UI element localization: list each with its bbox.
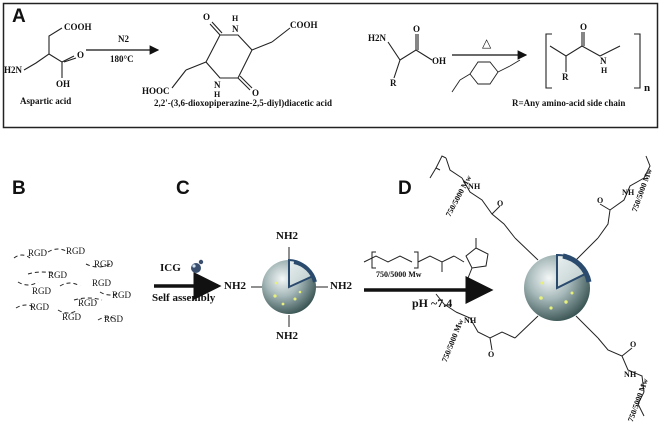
- rgd-5: RGD: [92, 278, 112, 288]
- arm-tl-h: H: [474, 182, 481, 191]
- dkp-o-top: O: [203, 12, 211, 22]
- amino-h2n: H2N: [368, 33, 386, 43]
- self-assembly-label: Self assembly: [152, 292, 216, 304]
- arm-tr-o: O: [597, 196, 604, 205]
- panel-c-label: C: [176, 178, 190, 199]
- amino-o: O: [413, 24, 421, 34]
- polymer-o: O: [580, 22, 588, 32]
- amino-oh: OH: [432, 56, 447, 66]
- nh2-top: NH2: [276, 230, 298, 242]
- dkp-n-top: N: [232, 24, 239, 34]
- icg-label: ICG: [160, 262, 181, 274]
- rgd-chains: [13, 248, 121, 321]
- arm-br-n: N: [624, 370, 630, 379]
- aspartic-name: Aspartic acid: [20, 96, 72, 106]
- panel-a-label: A: [12, 6, 26, 27]
- nh2-right: NH2: [330, 280, 352, 292]
- panel-b-label: B: [12, 178, 26, 199]
- aspartic-acid-structure: [23, 27, 77, 78]
- dkp-h-top: H: [232, 14, 239, 23]
- aspartic-o: O: [77, 50, 85, 60]
- polymer-n-sub: n: [644, 82, 651, 94]
- arm-tr-n: N: [622, 188, 628, 197]
- amino-r: R: [390, 78, 397, 88]
- ph-label: pH ~7.4: [412, 296, 453, 310]
- dkp-o-bottom: O: [252, 88, 260, 98]
- rgd-6: RGD: [32, 286, 52, 296]
- rgd-1: RGD: [28, 248, 48, 258]
- step1-reagent: N2: [118, 34, 129, 44]
- rgd-2: RGD: [66, 246, 86, 256]
- arm-tl-o: O: [497, 199, 504, 208]
- reagent-mw-label: 750/5000 Mw: [376, 270, 422, 279]
- polyamide-structure: [545, 32, 641, 89]
- polymer-h: H: [601, 66, 608, 75]
- rgd-7: RGD: [112, 290, 132, 300]
- arm-br-h: H: [630, 370, 637, 379]
- icg-icon: [191, 259, 204, 273]
- rgd-9: RGD: [30, 302, 50, 312]
- heat-symbol: △: [482, 36, 492, 50]
- rgd-11: RGD: [104, 314, 124, 324]
- micelle-c: [251, 247, 328, 327]
- rgd-10: RGD: [62, 312, 82, 322]
- amino-acid-structure: [387, 34, 433, 79]
- diketopiperazine-structure: [171, 21, 291, 91]
- dkp-hooc-left: HOOC: [142, 86, 170, 96]
- small-dkp-structure: [451, 59, 521, 93]
- panel-a-frame: [2, 2, 659, 129]
- polymer-n: N: [600, 56, 607, 66]
- arm-bl-h: H: [470, 316, 477, 325]
- aspartic-cooh: COOH: [64, 22, 92, 32]
- rgd-8: RGD: [78, 298, 98, 308]
- dkp-name: 2,2'-(3,6-dioxopiperazine-2,5-diyl)diace…: [154, 98, 332, 108]
- arm-br-o: O: [630, 340, 637, 349]
- rgd-4: RGD: [48, 270, 68, 280]
- panel-d-label: D: [398, 178, 412, 199]
- aspartic-oh: OH: [56, 79, 71, 89]
- nh2-left: NH2: [224, 280, 246, 292]
- nh2-bottom: NH2: [276, 330, 298, 342]
- polymer-r: R: [562, 72, 569, 82]
- dkp-n-bottom: N: [214, 80, 221, 90]
- dkp-cooh-right: COOH: [290, 20, 318, 30]
- rgd-3: RGD: [94, 259, 114, 269]
- r-note: R=Any amino-acid side chain: [512, 98, 626, 108]
- arm-tl-n: N: [468, 182, 474, 191]
- arm-bl-n: N: [464, 316, 470, 325]
- micelle-d: [514, 237, 599, 339]
- aspartic-h2n: H2N: [4, 65, 22, 75]
- peg-nhs-reagent: [363, 238, 489, 279]
- arm-tr-h: H: [628, 188, 635, 197]
- step1-temp: 180°C: [110, 54, 134, 64]
- dkp-h-bottom: H: [214, 90, 221, 99]
- arm-bl-o: O: [488, 350, 495, 359]
- peg-arms: [429, 155, 651, 417]
